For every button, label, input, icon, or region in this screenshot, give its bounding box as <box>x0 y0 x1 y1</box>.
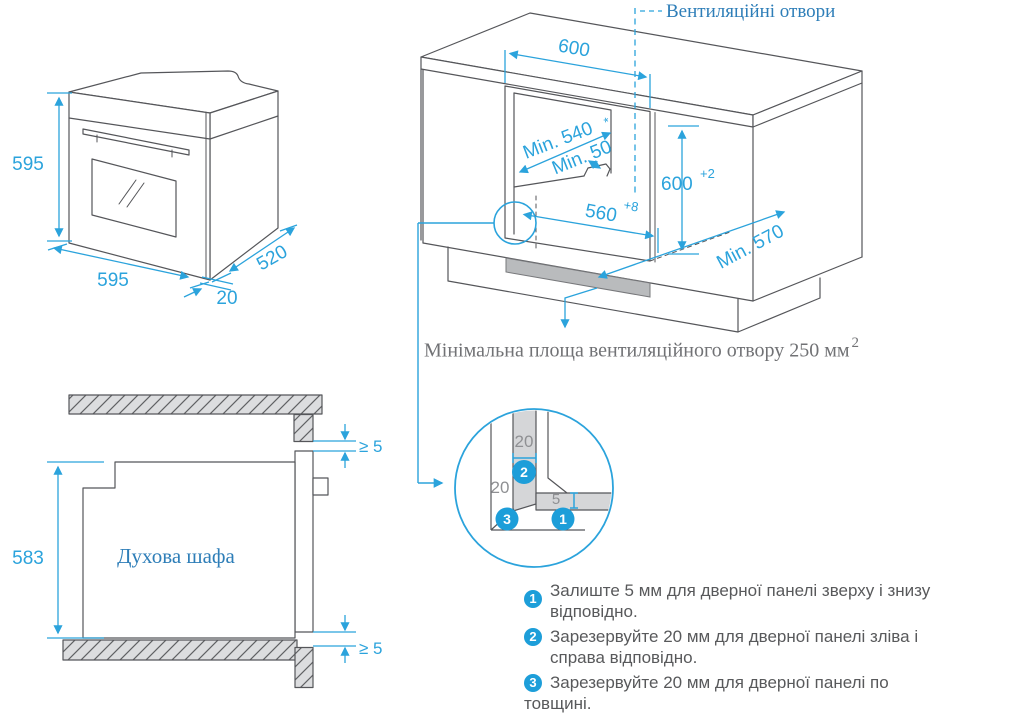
oven-width-dim: 595 <box>97 270 129 291</box>
note-2-line2: справа відповідно. <box>550 648 698 667</box>
detail-gap-dim: 5 <box>552 491 560 508</box>
detail-badge-2: 2 <box>512 460 536 484</box>
oven-height-dim: 595 <box>12 154 44 175</box>
note-3-line1: Зарезервуйте 20 мм для дверної панелі по <box>550 673 889 692</box>
vent-area-caption-text: Мінімальна площа вентиляційного отвору 2… <box>424 339 850 362</box>
detail-badge-1: 1 <box>551 507 575 531</box>
note-item-3: 3 Зарезервуйте 20 мм для дверної панелі … <box>524 672 1012 713</box>
detail-top-width-dim: 20 <box>515 432 534 451</box>
svg-text:3: 3 <box>503 511 511 527</box>
installation-notes: 1 Залиште 5 мм для дверної панелі зверху… <box>524 580 1012 713</box>
note-3-line2: товщині. <box>524 694 592 713</box>
note-2-line1: Зарезервуйте 20 мм для дверної панелі зл… <box>550 627 919 646</box>
oven-depth-dim: 520 <box>253 241 291 275</box>
note-1-line2: відповідно. <box>550 602 638 621</box>
detail-drawing: 20 20 5 <box>490 410 612 531</box>
section-gap-top-dim: ≥ 5 <box>359 437 383 456</box>
section-drawing <box>62 394 329 689</box>
note-item-2: 2 Зарезервуйте 20 мм для дверної панелі … <box>524 626 1012 668</box>
detail-left-width-dim: 20 <box>491 478 510 497</box>
note-3-badge: 3 <box>524 674 542 692</box>
vent-openings-label: Вентиляційні отвори <box>666 1 836 22</box>
cabinet-niche-height-sup: +2 <box>700 166 715 181</box>
svg-text:2: 2 <box>520 464 528 480</box>
oven-door-dim: 20 <box>216 288 237 309</box>
svg-text:1: 1 <box>559 511 567 527</box>
cabinet-min-depth-sup: * <box>602 114 612 130</box>
section-dimension-lines <box>47 424 356 663</box>
vent-area-caption: Мінімальна площа вентиляційного отвору 2… <box>424 335 860 363</box>
note-1-badge: 1 <box>524 590 542 608</box>
cabinet-dimension-lines <box>417 8 786 488</box>
note-item-1: 1 Залиште 5 мм для дверної панелі зверху… <box>524 580 1012 622</box>
note-1-line1: Залиште 5 мм для дверної панелі зверху і… <box>550 581 931 600</box>
section-gap-bottom-dim: ≥ 5 <box>359 639 383 658</box>
cabinet-niche-height-dim: 600 <box>661 174 693 195</box>
vent-area-caption-superscript: 2 <box>851 335 860 351</box>
note-2-badge: 2 <box>524 628 542 646</box>
detail-badge-3: 3 <box>495 507 519 531</box>
section-oven-label: Духова шафа <box>117 544 235 568</box>
cabinet-niche-width-sup: +8 <box>622 197 639 214</box>
oven-isometric-drawing <box>68 70 279 281</box>
oven-dimension-lines <box>47 92 298 298</box>
section-height-dim: 583 <box>12 548 44 569</box>
